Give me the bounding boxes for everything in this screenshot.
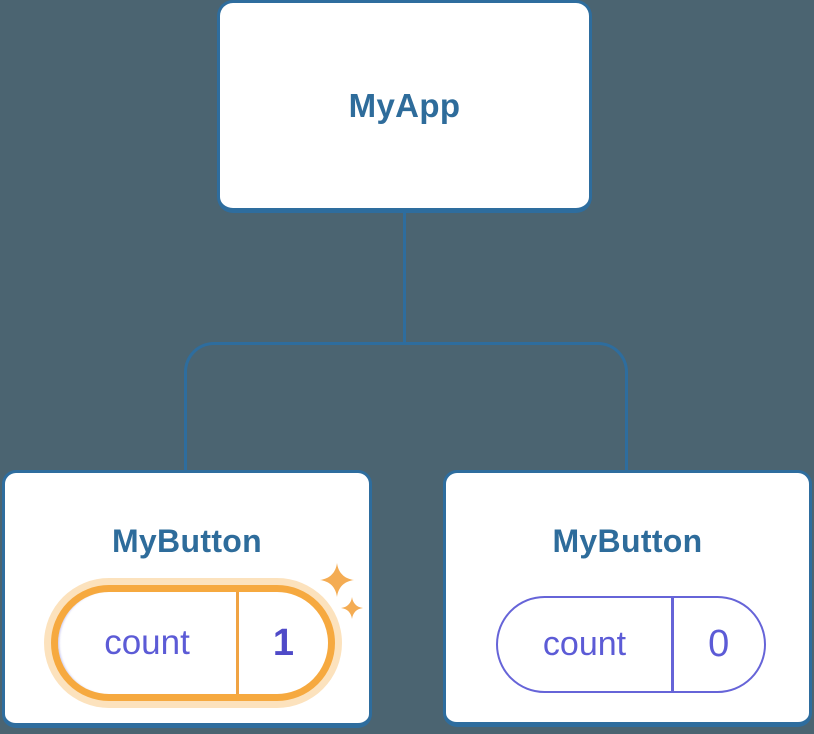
connector-stem [403, 213, 406, 343]
node-mybutton-right: MyButton count 0 [443, 470, 812, 727]
node-myapp: MyApp [217, 0, 592, 213]
node-mybutton-left-title: MyButton [111, 523, 263, 559]
state-value: 1 [272, 621, 295, 664]
state-divider [671, 598, 674, 691]
connector-branch [184, 342, 628, 470]
sparkle-small-icon [341, 597, 363, 619]
state-pill-highlighted: count 1 [51, 585, 335, 701]
state-pill: count 0 [496, 596, 766, 693]
node-myapp-title: MyApp [348, 86, 461, 124]
state-key-label: count [104, 623, 190, 662]
node-mybutton-left: MyButton count 1 [2, 470, 372, 728]
node-mybutton-right-title: MyButton [552, 523, 703, 559]
state-divider [236, 592, 239, 694]
state-key-label: count [542, 625, 627, 663]
sparkle-large-icon [320, 563, 354, 597]
state-value: 0 [708, 623, 730, 665]
